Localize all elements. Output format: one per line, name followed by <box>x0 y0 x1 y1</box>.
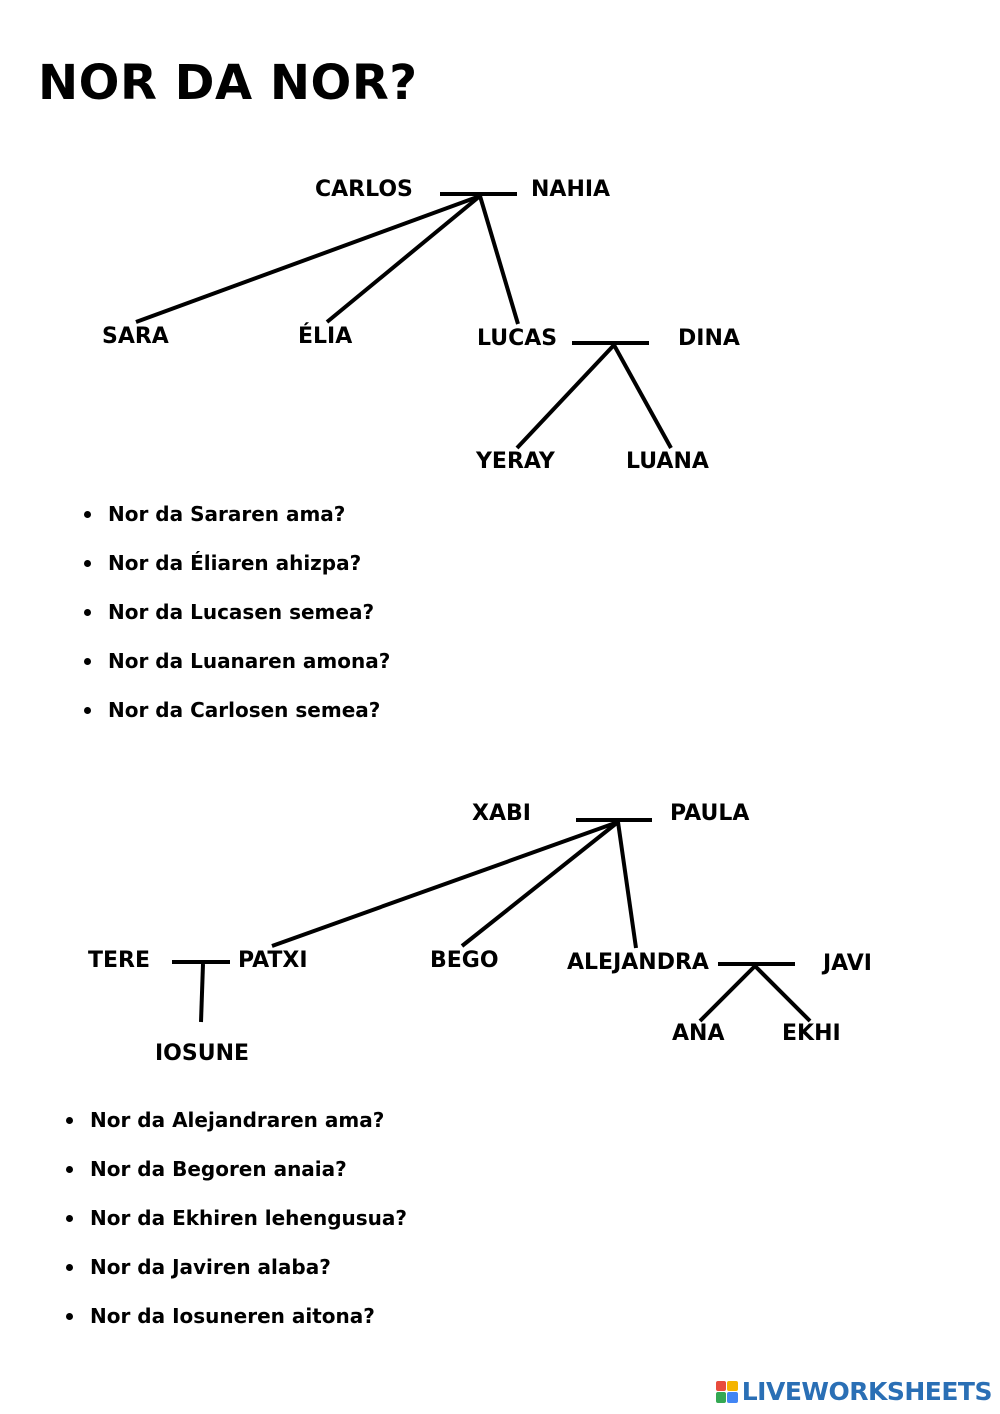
question-item: Nor da Javiren alaba? <box>66 1255 407 1304</box>
name-javi: JAVI <box>823 951 872 976</box>
branch-line-lucas <box>478 195 520 325</box>
name-xabi: XABI <box>472 801 531 826</box>
branch-line-ekhi <box>753 964 812 1023</box>
liveworksheets-brand: LIVEWORKSHEETS <box>715 1377 993 1406</box>
question-item: Nor da Ekhiren lehengusua? <box>66 1206 407 1255</box>
questions-list-2: Nor da Alejandraren ama? Nor da Begoren … <box>66 1108 407 1353</box>
question-item: Nor da Luanaren amona? <box>84 649 390 698</box>
question-item: Nor da Sararen ama? <box>84 502 390 551</box>
name-lucas: LUCAS <box>477 326 558 351</box>
name-sara: SARA <box>102 324 169 349</box>
name-patxi: PATXI <box>238 948 308 973</box>
name-carlos: CARLOS <box>315 177 413 202</box>
name-luana: LUANA <box>626 449 709 474</box>
page-title: NOR DA NOR? <box>38 55 418 111</box>
question-item: Nor da Lucasen semea? <box>84 600 390 649</box>
name-bego: BEGO <box>430 948 499 973</box>
branch-line-patxi <box>271 820 619 948</box>
question-item: Nor da Éliaren ahizpa? <box>84 551 390 600</box>
branch-line-yeray <box>515 343 616 450</box>
question-item: Nor da Iosuneren aitona? <box>66 1304 407 1353</box>
branch-line-bego <box>460 820 620 948</box>
name-tere: TERE <box>88 948 151 973</box>
brand-text: LIVEWORKSHEETS <box>741 1377 993 1406</box>
branch-line-sara <box>135 194 481 324</box>
name-dina: DINA <box>678 326 740 351</box>
question-item: Nor da Carlosen semea? <box>84 698 390 747</box>
liveworksheets-logo-icon <box>715 1380 738 1403</box>
branch-line-iosune <box>199 963 205 1023</box>
name-ekhi: EKHI <box>782 1021 841 1046</box>
question-item: Nor da Begoren anaia? <box>66 1157 407 1206</box>
name-elia: ÉLIA <box>298 324 353 349</box>
name-nahia: NAHIA <box>531 177 611 202</box>
name-iosune: IOSUNE <box>155 1041 250 1066</box>
name-ana: ANA <box>672 1021 725 1046</box>
questions-list-1: Nor da Sararen ama? Nor da Éliaren ahizp… <box>84 502 390 747</box>
name-alejandra: ALEJANDRA <box>567 950 709 975</box>
branch-line-luana <box>612 344 673 449</box>
branch-line-ana <box>698 964 757 1023</box>
branch-line-alejandra <box>616 821 638 949</box>
question-item: Nor da Alejandraren ama? <box>66 1108 407 1157</box>
branch-line-elia <box>325 194 482 324</box>
name-paula: PAULA <box>670 801 750 826</box>
name-yeray: YERAY <box>476 449 555 474</box>
